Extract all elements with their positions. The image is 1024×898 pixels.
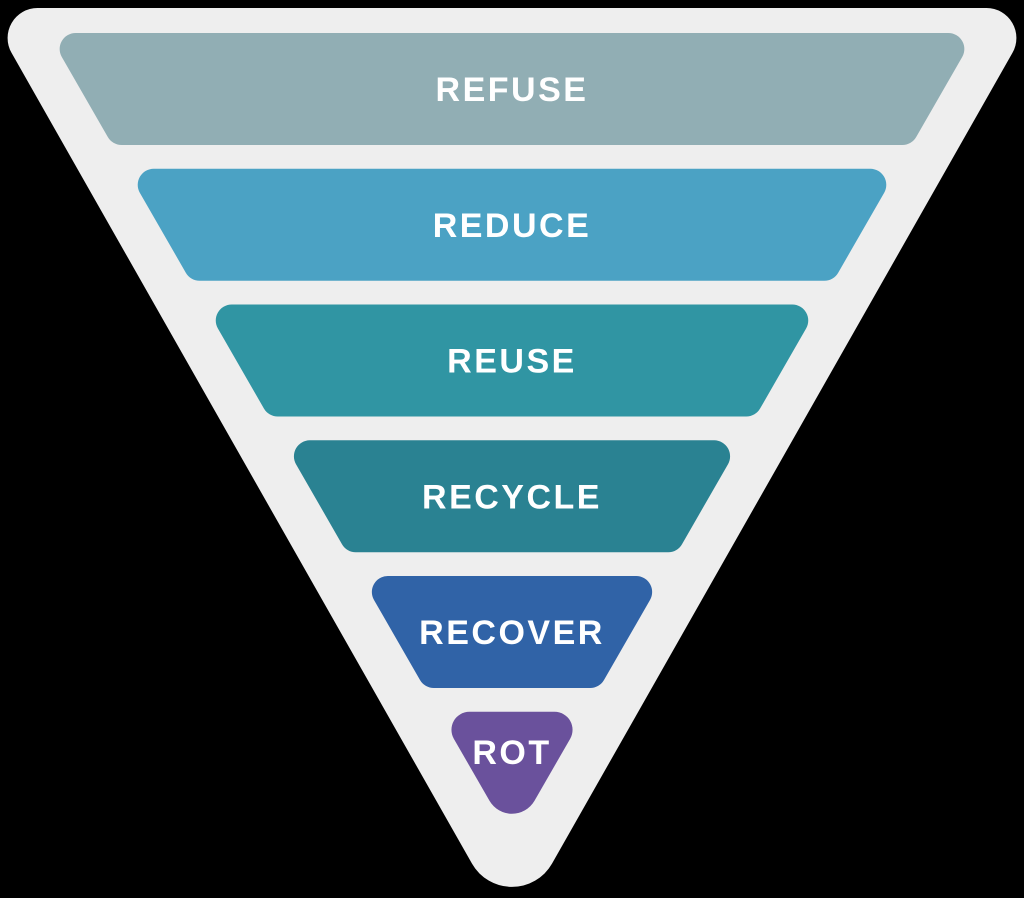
level-shape-recover — [371, 575, 653, 689]
level-shape-reduce — [137, 168, 887, 281]
level-shape-refuse — [59, 32, 965, 146]
level-label-rot: ROT — [472, 734, 551, 772]
level-shape-rot — [451, 711, 573, 814]
level-label-recycle: RECYCLE — [422, 479, 602, 517]
level-label-reduce: REDUCE — [433, 207, 592, 245]
level-label-refuse: REFUSE — [436, 71, 589, 109]
level-label-recover: RECOVER — [419, 614, 605, 652]
level-label-reuse: REUSE — [447, 343, 577, 381]
level-shape-reuse — [215, 304, 809, 417]
level-shape-recycle — [293, 440, 731, 553]
